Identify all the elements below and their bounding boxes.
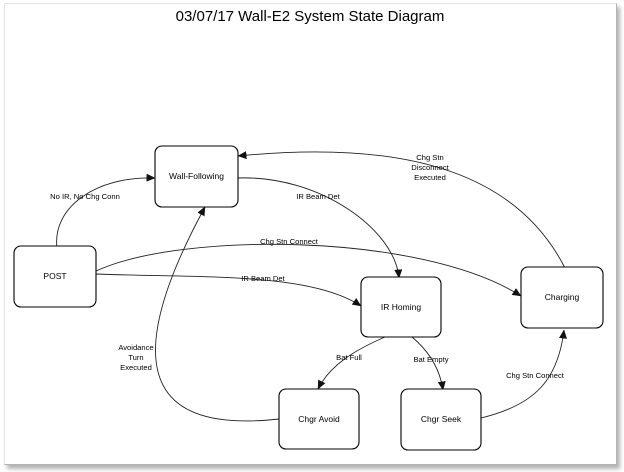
state-chgr-seek: Chgr Seek (400, 388, 482, 451)
state-label: Wall-Following (169, 171, 224, 181)
edge-ir-homing-to-chgr-seek (411, 336, 446, 391)
label-chgr-avoid-to-wall-following-line2: Turn (128, 353, 143, 362)
state-label: Chgr Avoid (298, 414, 340, 424)
edge-chgr-avoid-to-wall-following (155, 206, 280, 422)
state-label: Charging (545, 292, 580, 302)
state-charging: Charging (520, 266, 604, 329)
edge-wall-following-to-ir-homing (237, 177, 403, 279)
label-chgr-avoid-to-wall-following-line3: Executed (120, 363, 152, 372)
label-post-to-charging: Chg Stn Connect (260, 237, 319, 246)
label-charging-to-wall-following-line1: Chg Stn (416, 153, 443, 162)
state-wall-following: Wall-Following (154, 145, 239, 208)
label-ir-homing-to-chgr-seek: Bat Empty (413, 355, 448, 364)
state-chgr-avoid: Chgr Avoid (278, 388, 360, 450)
state-post: POST (13, 245, 97, 308)
label-chgr-seek-to-charging: Chg Stn Connect (506, 371, 565, 380)
diagram-title: 03/07/17 Wall-E2 System State Diagram (176, 8, 445, 25)
state-label: IR Homing (381, 302, 421, 312)
label-charging-to-wall-following-line3: Executed (414, 173, 446, 182)
edge-chgr-seek-to-charging (480, 329, 567, 419)
label-chgr-avoid-to-wall-following-line1: Avoidance (118, 343, 153, 352)
state-ir-homing: IR Homing (360, 276, 442, 338)
label-wall-following-to-ir-homing: IR Beam Det (296, 192, 340, 201)
label-ir-homing-to-chgr-avoid: Bat Full (336, 353, 362, 362)
label-charging-to-wall-following-line2: Disconnect (411, 163, 449, 172)
edge-post-to-wall-following (56, 173, 156, 249)
state-label: POST (43, 271, 66, 281)
edge-ir-homing-to-chgr-avoid (317, 336, 386, 390)
label-post-to-wall-following: No IR, No Chg Conn (50, 192, 120, 201)
edge-post-to-ir-homing (95, 273, 362, 307)
state-label: Chgr Seek (421, 414, 462, 424)
label-post-to-ir-homing: IR Beam Det (241, 274, 285, 283)
edge-post-to-charging (95, 243, 522, 297)
edge-charging-to-wall-following (237, 151, 566, 269)
diagram-page (4, 3, 617, 465)
